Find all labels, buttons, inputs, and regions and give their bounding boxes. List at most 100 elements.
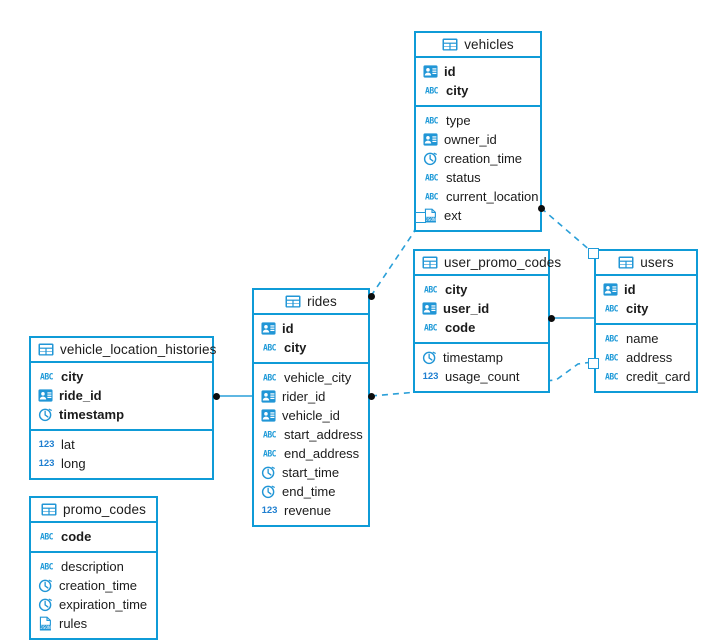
key-id-card-icon xyxy=(423,64,438,79)
column-row[interactable]: id xyxy=(254,319,368,338)
column-row[interactable]: rider_id xyxy=(254,387,368,406)
table-grid-icon xyxy=(442,38,458,51)
table-header[interactable]: vehicle_location_histories xyxy=(31,338,216,363)
column-row[interactable]: owner_id xyxy=(416,130,540,149)
number-123-icon: 123 xyxy=(38,458,55,469)
column-row[interactable]: ride_id xyxy=(31,386,212,405)
column-row[interactable]: timestamp xyxy=(31,405,212,424)
key-id-card-icon xyxy=(603,282,618,297)
column-row[interactable]: ABC code xyxy=(415,318,548,337)
key-id-card-icon xyxy=(422,301,437,316)
table-title: vehicles xyxy=(464,37,514,52)
table-title: promo_codes xyxy=(63,502,146,517)
abc-text-icon: ABC xyxy=(425,191,438,202)
table-grid-icon xyxy=(41,503,57,516)
json-document-icon: JSON xyxy=(38,616,53,631)
abc-text-icon: ABC xyxy=(424,322,437,333)
abc-text-icon: ABC xyxy=(605,333,618,344)
column-label: creation_time xyxy=(444,151,523,166)
table-header[interactable]: user_promo_codes xyxy=(415,251,561,276)
table-header[interactable]: vehicles xyxy=(416,33,540,58)
column-row[interactable]: user_id xyxy=(415,299,548,318)
column-row[interactable]: end_time xyxy=(254,482,368,501)
column-label: start_time xyxy=(282,465,340,480)
column-label: vehicle_city xyxy=(284,370,352,385)
column-label: rules xyxy=(59,616,88,631)
column-row[interactable]: ABC status xyxy=(416,168,540,187)
table-header[interactable]: promo_codes xyxy=(31,498,156,523)
relationship-endpoint-dot xyxy=(547,314,555,322)
column-row[interactable]: timestamp xyxy=(415,348,548,367)
column-label: end_address xyxy=(284,446,360,461)
column-row[interactable]: JSON rules xyxy=(31,614,156,633)
column-label: id xyxy=(624,282,636,297)
abc-text-icon: ABC xyxy=(263,372,276,383)
column-label: rider_id xyxy=(282,389,326,404)
column-label: city xyxy=(626,301,649,316)
clock-icon xyxy=(423,151,438,166)
column-row[interactable]: vehicle_id xyxy=(254,406,368,425)
column-row[interactable]: 123 lat xyxy=(31,435,212,454)
abc-text-icon: ABC xyxy=(425,172,438,183)
column-row[interactable]: creation_time xyxy=(416,149,540,168)
column-row[interactable]: id xyxy=(416,62,540,81)
table-header[interactable]: users xyxy=(596,251,696,276)
column-row[interactable]: creation_time xyxy=(31,576,156,595)
column-label: lat xyxy=(61,437,75,452)
number-123-icon: 123 xyxy=(38,439,55,450)
clock-icon xyxy=(261,465,276,480)
clock-icon xyxy=(422,350,437,365)
column-label: end_time xyxy=(282,484,336,499)
abc-text-icon: ABC xyxy=(40,371,53,382)
column-label: code xyxy=(445,320,476,335)
json-document-icon: JSON xyxy=(423,208,438,223)
column-label: status xyxy=(446,170,481,185)
table-grid-icon xyxy=(285,295,301,308)
column-row[interactable]: start_time xyxy=(254,463,368,482)
column-row[interactable]: id xyxy=(596,280,696,299)
column-label: description xyxy=(61,559,124,574)
column-row[interactable]: expiration_time xyxy=(31,595,156,614)
column-row[interactable]: ABC end_address xyxy=(254,444,368,463)
abc-text-icon: ABC xyxy=(263,448,276,459)
abc-text-icon: ABC xyxy=(605,352,618,363)
key-id-card-icon xyxy=(261,408,276,423)
column-row[interactable]: ABC vehicle_city xyxy=(254,368,368,387)
column-label: creation_time xyxy=(59,578,138,593)
table-header[interactable]: rides xyxy=(254,290,368,315)
column-label: usage_count xyxy=(445,369,520,384)
column-label: code xyxy=(61,529,92,544)
table-grid-icon xyxy=(618,256,634,269)
svg-text:JSON: JSON xyxy=(425,217,436,223)
